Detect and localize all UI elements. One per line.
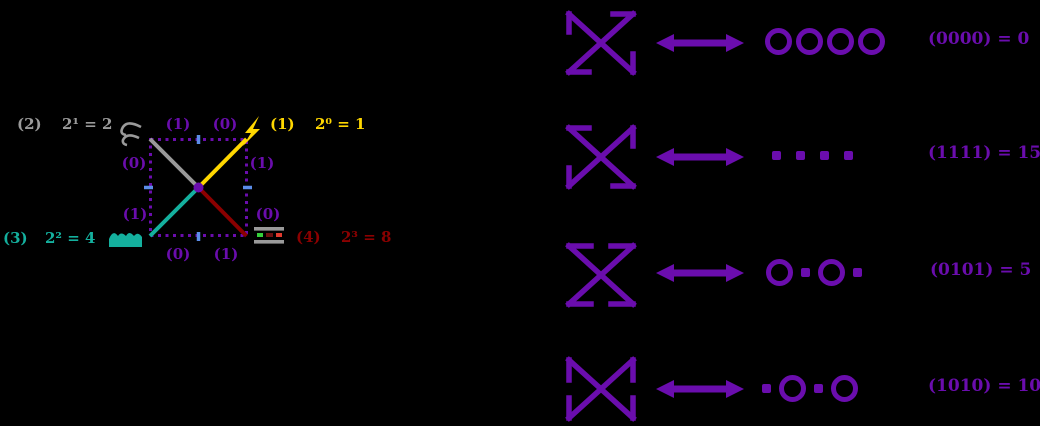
open-circle bbox=[831, 374, 858, 402]
glyph-1010 bbox=[565, 356, 637, 422]
open-circle bbox=[796, 27, 823, 55]
double-arrow-icon bbox=[656, 34, 744, 52]
glyph-0000 bbox=[565, 10, 637, 76]
double-arrow-icon bbox=[656, 380, 744, 398]
open-circle bbox=[765, 27, 792, 55]
filled-dot bbox=[772, 150, 781, 160]
water-order-label: (3) bbox=[3, 229, 28, 247]
open-circle bbox=[779, 374, 806, 402]
glyph-1111 bbox=[565, 124, 637, 190]
bit-top-right: (0) bbox=[212, 115, 238, 133]
fire-order-label: (1) bbox=[270, 115, 295, 133]
filled-dot bbox=[762, 383, 771, 393]
binary-value-label-0000: (0000) = 0 bbox=[928, 29, 1030, 49]
fire-arm-line bbox=[197, 137, 248, 189]
open-circle bbox=[818, 258, 845, 286]
binary-value-label-1111: (1111) = 15 bbox=[928, 143, 1040, 163]
bit-bottom-left: (0) bbox=[165, 245, 191, 263]
bit-left-top: (0) bbox=[121, 154, 147, 172]
road-icon bbox=[254, 227, 284, 244]
water-arm-line bbox=[148, 186, 200, 238]
filled-dot bbox=[853, 267, 862, 277]
bit-right-top: (1) bbox=[249, 154, 275, 172]
dot-pattern-0101 bbox=[766, 258, 862, 286]
air-power-label: 2¹ = 2 bbox=[62, 115, 113, 133]
filled-dot bbox=[796, 150, 805, 160]
double-arrow-icon bbox=[656, 148, 744, 166]
bit-bottom-right: (1) bbox=[213, 245, 239, 263]
glyph-0101 bbox=[565, 242, 637, 308]
earth-arm-line bbox=[197, 186, 248, 238]
encoding-square-figure bbox=[109, 116, 284, 247]
water-power-label: 2² = 4 bbox=[45, 229, 96, 247]
wind-icon bbox=[120, 122, 142, 147]
open-circle bbox=[858, 27, 885, 55]
air-arm-line bbox=[148, 137, 200, 189]
open-circle bbox=[766, 258, 793, 286]
lightning-icon bbox=[243, 116, 260, 146]
dot-pattern-0000 bbox=[765, 27, 885, 55]
filled-dot bbox=[801, 267, 810, 277]
binary-value-label-0101: (0101) = 5 bbox=[930, 260, 1032, 280]
earth-power-label: 2³ = 8 bbox=[341, 228, 392, 246]
dot-pattern-1010 bbox=[762, 374, 858, 402]
filled-dot bbox=[820, 150, 829, 160]
fire-power-label: 2⁰ = 1 bbox=[315, 115, 366, 133]
dot-pattern-1111 bbox=[772, 142, 853, 168]
bit-top-left: (1) bbox=[165, 115, 191, 133]
air-order-label: (2) bbox=[17, 115, 42, 133]
waves-icon bbox=[109, 233, 142, 247]
binary-value-label-1010: (1010) = 10 bbox=[928, 376, 1040, 396]
filled-dot bbox=[844, 150, 853, 160]
double-arrow-icon bbox=[656, 264, 744, 282]
earth-order-label: (4) bbox=[296, 228, 321, 246]
bit-left-bottom: (1) bbox=[122, 205, 148, 223]
filled-dot bbox=[814, 383, 823, 393]
open-circle bbox=[827, 27, 854, 55]
bit-right-bottom: (0) bbox=[255, 205, 281, 223]
center-dot bbox=[193, 182, 204, 193]
